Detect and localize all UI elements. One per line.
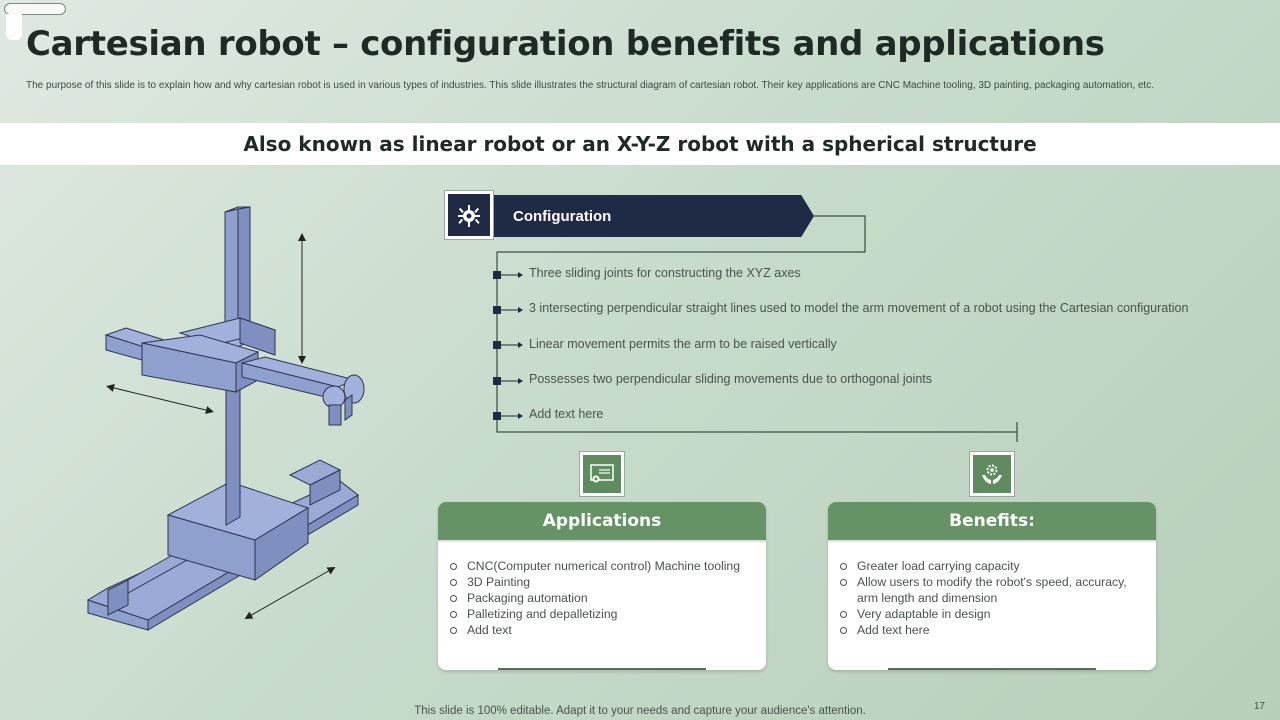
applications-title: Applications	[542, 511, 662, 531]
applications-header: Applications	[438, 502, 766, 542]
list-item: Linear movement permits the arm to be ra…	[529, 336, 837, 351]
slide-subtitle: The purpose of this slide is to explain …	[26, 80, 1154, 91]
list-item: Allow users to modify the robot's speed,…	[840, 574, 1140, 606]
configuration-icon-box	[445, 191, 493, 239]
list-item: Possesses two perpendicular sliding move…	[529, 371, 933, 386]
list-item: CNC(Computer numerical control) Machine …	[450, 558, 750, 574]
slide-title: Cartesian robot – configuration benefits…	[26, 24, 1105, 64]
bug-gear-icon	[458, 205, 480, 227]
card-underline	[888, 668, 1096, 670]
list-item: Palletizing and depalletizing	[450, 606, 750, 622]
configuration-header: Configuration	[494, 195, 814, 237]
footer-note: This slide is 100% editable. Adapt it to…	[414, 705, 866, 717]
window-pill	[4, 3, 66, 15]
cartesian-robot-illustration	[86, 206, 365, 631]
certificate-icon	[590, 464, 614, 483]
list-item: Very adaptable in design	[840, 606, 1140, 622]
list-item: Add text here	[840, 622, 1140, 638]
benefits-title: Benefits:	[949, 511, 1035, 531]
benefits-list: Greater load carrying capacity Allow use…	[828, 542, 1156, 638]
benefits-icon-box	[970, 452, 1014, 496]
card-underline	[498, 668, 706, 670]
list-item: Packaging automation	[450, 590, 750, 606]
benefits-card: Benefits: Greater load carrying capacity…	[828, 502, 1156, 670]
banner-text: Also known as linear robot or an X-Y-Z r…	[243, 132, 1037, 156]
benefits-header: Benefits:	[828, 502, 1156, 542]
list-item: Greater load carrying capacity	[840, 558, 1140, 574]
hands-gear-icon	[982, 464, 1002, 484]
applications-list: CNC(Computer numerical control) Machine …	[438, 542, 766, 638]
list-item: Three sliding joints for constructing th…	[529, 266, 801, 280]
page-number: 17	[1253, 701, 1265, 712]
applications-card: Applications CNC(Computer numerical cont…	[438, 502, 766, 670]
list-item: Add text	[450, 622, 750, 638]
window-tab	[6, 14, 22, 40]
list-item: Add text here	[529, 407, 604, 422]
configuration-bullets	[493, 252, 1018, 442]
banner: Also known as linear robot or an X-Y-Z r…	[0, 123, 1280, 165]
configuration-title: Configuration	[513, 207, 612, 225]
list-item: 3 intersecting perpendicular straight li…	[529, 301, 1189, 316]
list-item: 3D Painting	[450, 574, 750, 590]
applications-icon-box	[580, 452, 624, 496]
configuration-list: Three sliding joints for constructing th…	[529, 266, 1188, 442]
